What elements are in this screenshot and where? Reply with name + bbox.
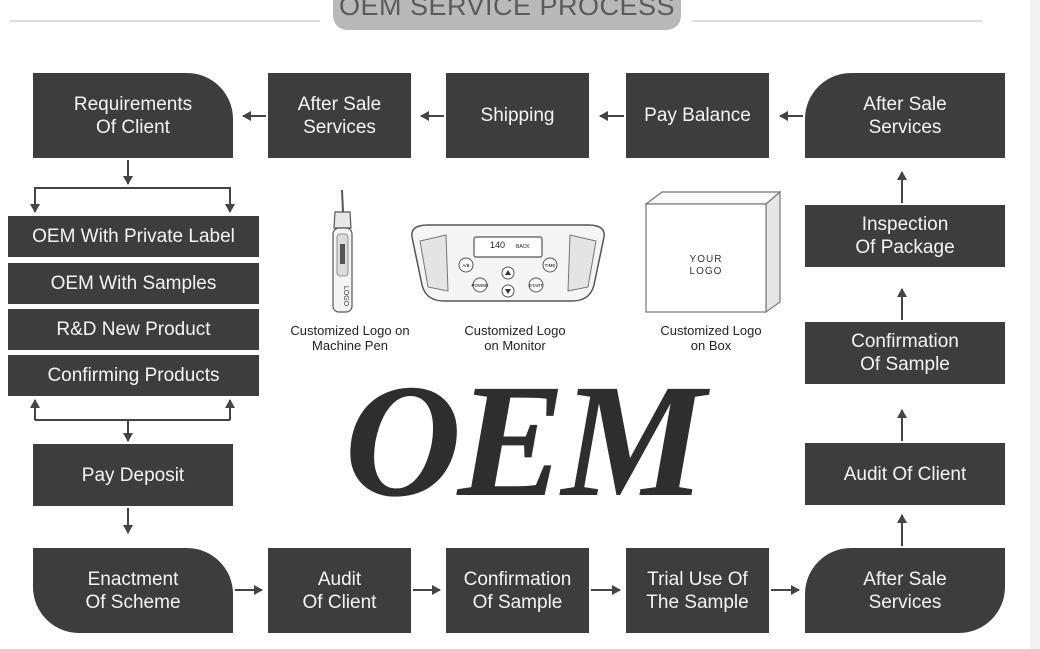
title-divider-right <box>692 20 982 22</box>
pay-deposit-node: Pay Deposit <box>33 444 233 506</box>
caption-box: Customized Logo on Box <box>660 323 762 353</box>
after-sale-services-top-node: After Sale Services <box>268 73 411 158</box>
title-banner <box>333 0 681 30</box>
right-edge-strip <box>1030 0 1040 649</box>
option-rd-new-product: R&D New Product <box>8 309 259 350</box>
caption-monitor: Customized Logo on Monitor <box>464 323 566 353</box>
option-with-samples: OEM With Samples <box>8 263 259 304</box>
trial-use-node: Trial Use Of The Sample <box>626 548 769 633</box>
monitor-button-time: TIME <box>545 263 556 268</box>
after-sale-services-bottom-node: After Sale Services <box>805 548 1005 633</box>
monitor-button-start: START <box>529 283 544 288</box>
caption-machine-pen: Customized Logo on Machine Pen <box>290 323 410 353</box>
box-logo-line-2: LOGO <box>690 266 723 277</box>
option-private-label: OEM With Private Label <box>8 216 259 257</box>
shipping-node: Shipping <box>446 73 589 158</box>
audit-of-client-right-node: Audit Of Client <box>805 443 1005 505</box>
confirmation-of-sample-right-node: Confirmation Of Sample <box>805 322 1005 384</box>
package-box-illustration: YOUR LOGO <box>644 190 782 314</box>
pen-logo-text: LOGO <box>342 286 349 307</box>
box-logo-line-1: YOUR <box>690 254 723 265</box>
confirmation-of-sample-bottom-node: Confirmation Of Sample <box>446 548 589 633</box>
inspection-of-package-node: Inspection Of Package <box>805 205 1005 267</box>
monitor-button-power: POWER <box>471 283 489 288</box>
audit-of-client-bottom-node: Audit Of Client <box>268 548 411 633</box>
enactment-of-scheme-node: Enactment Of Scheme <box>33 548 233 633</box>
monitor-illustration: 140 BACK A/B TIME POWER START <box>411 224 605 302</box>
title-divider-left <box>10 20 320 22</box>
machine-pen-illustration: LOGO <box>332 189 353 313</box>
monitor-display-label: BACK <box>516 244 530 250</box>
requirements-of-client-node: Requirements Of Client <box>33 73 233 158</box>
pay-balance-node: Pay Balance <box>626 73 769 158</box>
monitor-button-ab: A/B <box>462 263 469 268</box>
monitor-display-value: 140 <box>490 240 505 250</box>
diagram-title: OEM SERVICE PROCESS <box>338 0 676 21</box>
after-sale-services-top-right-node: After Sale Services <box>805 73 1005 158</box>
oem-watermark: OEM <box>344 352 705 531</box>
option-confirming-products: Confirming Products <box>8 355 259 396</box>
split-bracket <box>34 187 231 212</box>
